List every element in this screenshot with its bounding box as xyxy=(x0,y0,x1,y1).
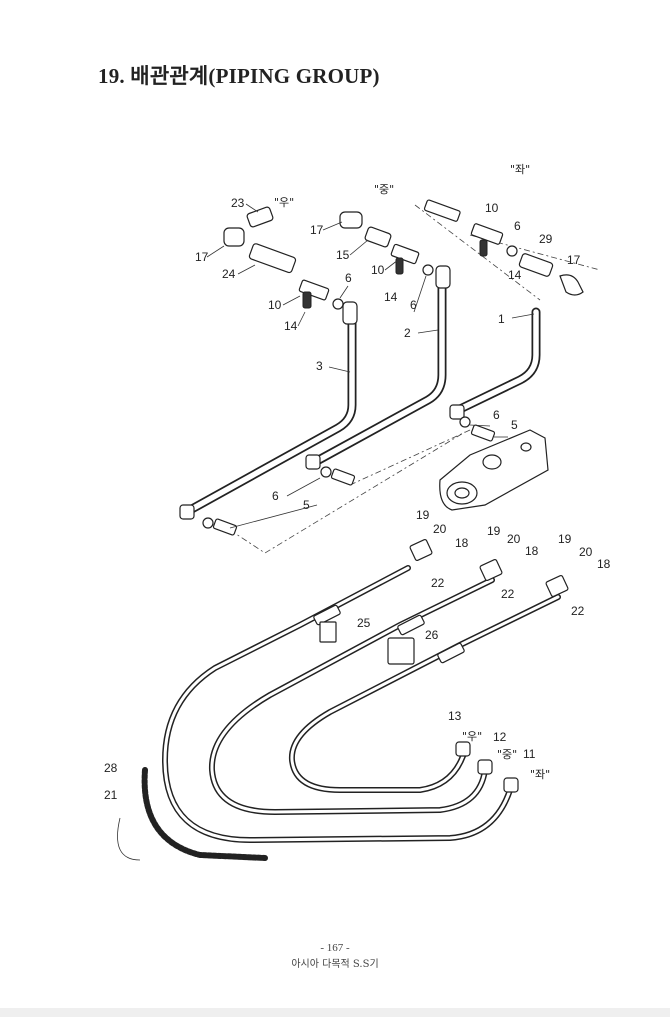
position-label-left: "좌" xyxy=(530,768,550,781)
callout: 29 xyxy=(539,232,553,246)
page-title: 19. 배관관계(PIPING GROUP) xyxy=(98,64,380,88)
center-line xyxy=(414,204,541,301)
center-line xyxy=(229,431,466,554)
callout: 15 xyxy=(336,248,350,262)
callout: 26 xyxy=(425,628,439,642)
callout: 17 xyxy=(195,250,209,264)
callout: 24 xyxy=(222,267,236,281)
document-name: 아시아 다목적 S.S기 xyxy=(291,959,379,970)
callout: 2 xyxy=(404,326,411,340)
callout: 21 xyxy=(104,788,118,802)
bracket-26 xyxy=(387,637,415,665)
position-label-center: "중" xyxy=(497,748,517,761)
pump-housing xyxy=(439,429,549,511)
callout: 23 xyxy=(231,196,245,210)
callout: 5 xyxy=(511,418,518,432)
leader-lines xyxy=(206,203,535,529)
center-line xyxy=(469,234,601,271)
center-line xyxy=(349,429,471,486)
bracket-25 xyxy=(319,621,337,643)
cable-heads xyxy=(313,539,569,664)
callout: 18 xyxy=(597,557,611,571)
callout-labels: 23 17 17 24 10 14 6 3 15 10 14 6 2 10 6 … xyxy=(104,196,611,802)
callout: 20 xyxy=(579,545,593,559)
callout: 25 xyxy=(357,616,371,630)
spiral-hose-28 xyxy=(141,767,268,861)
position-label-right: "우" xyxy=(274,196,294,209)
fitting-group-left xyxy=(423,199,584,296)
position-label-center: "중" xyxy=(374,183,394,196)
callout: 5 xyxy=(303,498,310,512)
position-label-left: "좌" xyxy=(510,163,530,176)
callout: 14 xyxy=(284,319,298,333)
callout: 22 xyxy=(501,587,515,601)
lower-fittings xyxy=(179,404,496,536)
scan-edge xyxy=(0,1008,670,1017)
callout: 19 xyxy=(487,524,501,538)
fitting-group-right xyxy=(223,206,358,325)
callout: 22 xyxy=(431,576,445,590)
callout: 3 xyxy=(316,359,323,373)
callout: 14 xyxy=(508,268,522,282)
page-number: - 167 - xyxy=(320,942,350,954)
callout: 20 xyxy=(507,532,521,546)
cable-middle xyxy=(208,577,495,816)
fitting-group-center xyxy=(339,211,451,289)
callout: 11 xyxy=(523,747,536,761)
callout: 10 xyxy=(268,298,282,312)
callout: 13 xyxy=(448,709,462,723)
callout: 6 xyxy=(345,271,352,285)
callout: 6 xyxy=(493,408,500,422)
callout: 10 xyxy=(485,201,499,215)
callout: 28 xyxy=(104,761,118,775)
callout: 14 xyxy=(384,290,398,304)
callout: 20 xyxy=(433,522,447,536)
callout: 12 xyxy=(493,730,507,744)
pipe-2 xyxy=(310,280,447,467)
cable-outer xyxy=(161,565,513,844)
pipe-3 xyxy=(185,315,357,515)
callout: 10 xyxy=(371,263,385,277)
pipe-1 xyxy=(453,307,541,415)
callout: 19 xyxy=(416,508,430,522)
callout: 17 xyxy=(567,253,581,267)
callout: 6 xyxy=(272,489,279,503)
callout: 17 xyxy=(310,223,324,237)
callout: 18 xyxy=(525,544,539,558)
cable-inner xyxy=(288,594,561,793)
callout: 6 xyxy=(514,219,521,233)
callout: 18 xyxy=(455,536,469,550)
callout: 1 xyxy=(498,312,505,326)
callout: 19 xyxy=(558,532,572,546)
callout: 6 xyxy=(410,298,417,312)
position-label-right: "우" xyxy=(462,730,482,743)
tie-21 xyxy=(117,817,141,861)
cable-tails xyxy=(455,741,519,793)
callout: 22 xyxy=(571,604,585,618)
